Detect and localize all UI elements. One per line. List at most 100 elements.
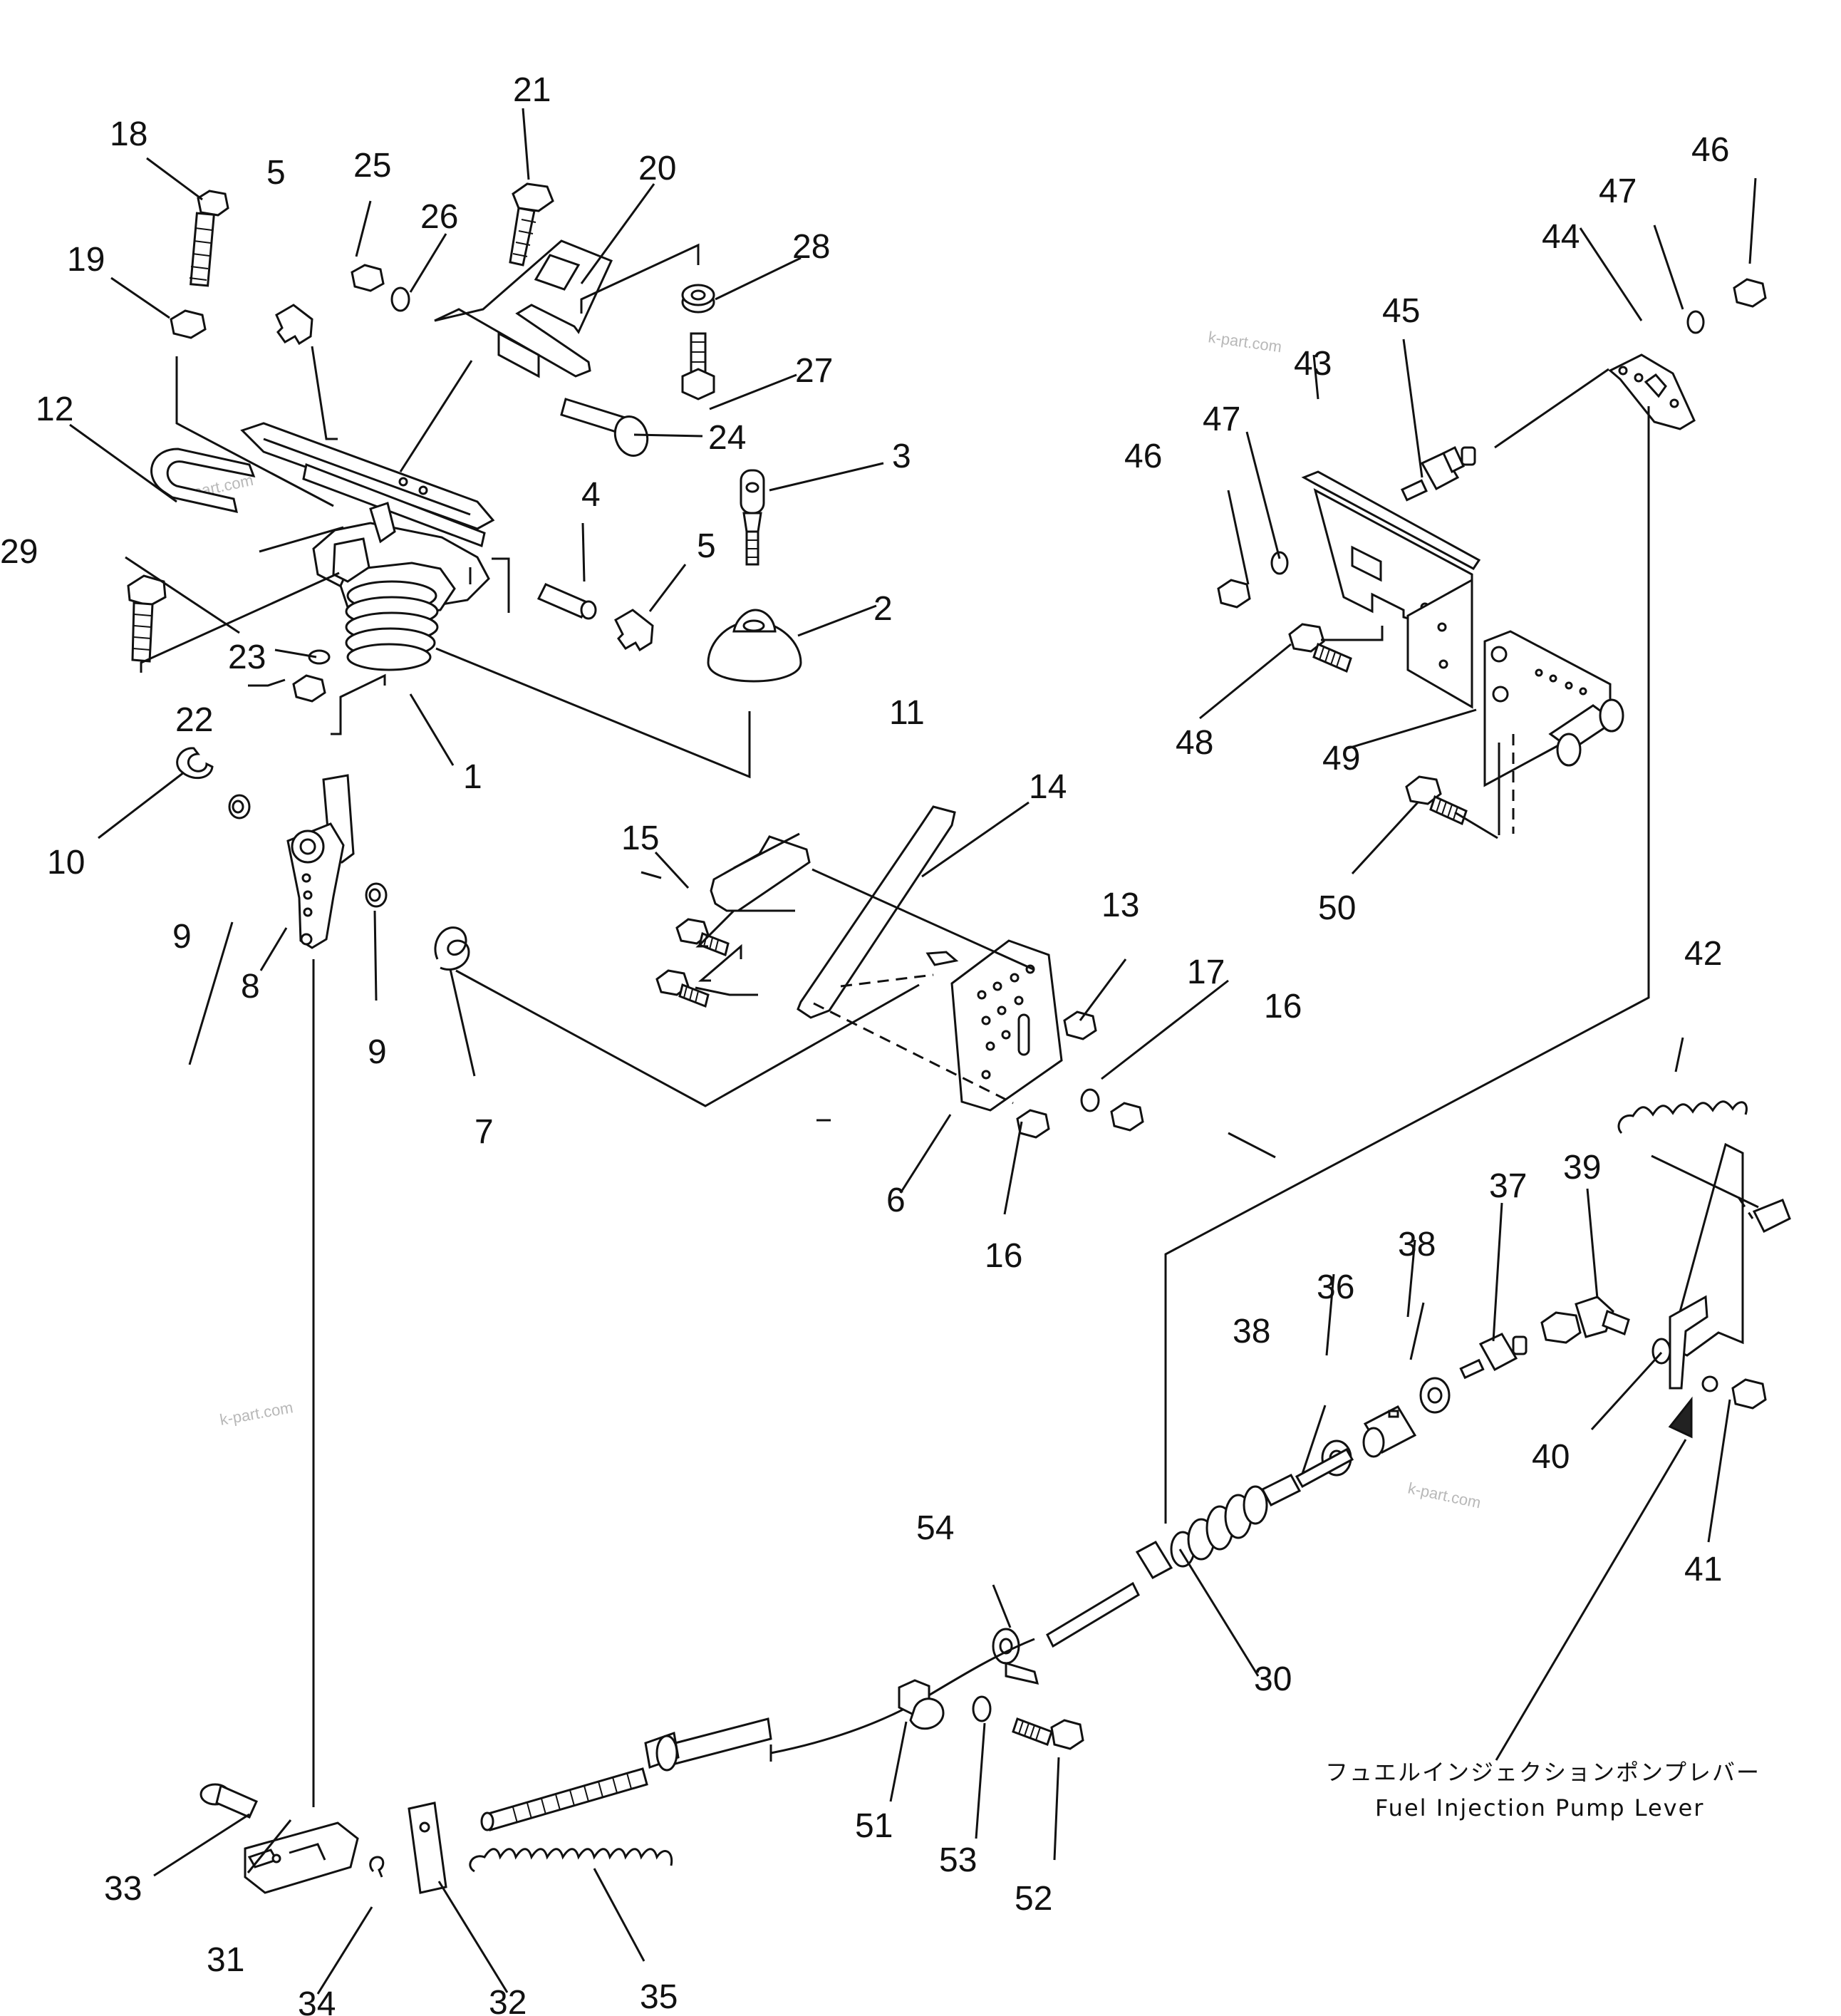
- callout-21: 21: [513, 71, 551, 109]
- part-31-clevis: [244, 1821, 359, 1894]
- callout-53: 53: [939, 1841, 977, 1879]
- callout-28: 28: [792, 228, 830, 266]
- callout-32: 32: [489, 1984, 527, 2016]
- part-47-washer: [1686, 310, 1705, 334]
- part-20-plate: [434, 239, 613, 378]
- part-50-bolt: [1405, 775, 1468, 826]
- part-23-washer: [308, 649, 331, 665]
- part-6-bracket-plate: [925, 939, 1063, 1112]
- part-47-washer: [1270, 551, 1289, 575]
- callout-52: 52: [1015, 1880, 1052, 1918]
- parts-drawings: [127, 182, 1791, 1894]
- part-21-bolt: [509, 182, 554, 267]
- part-52-bolt: [1012, 1717, 1084, 1750]
- part-8-lever: [286, 774, 355, 949]
- callout-3: 3: [892, 438, 911, 475]
- part-1-pedal-assembly: [240, 422, 495, 671]
- callout-43: 43: [1294, 345, 1332, 383]
- part-17-washer: [1080, 1088, 1100, 1112]
- callout-29: 29: [0, 533, 38, 571]
- callout-22: 22: [175, 701, 213, 739]
- part-43-bracket: [1301, 470, 1481, 709]
- callout-14: 14: [1029, 768, 1067, 806]
- callout-46: 46: [1691, 131, 1729, 169]
- part-53-washer: [972, 1695, 992, 1722]
- callout-16: 16: [985, 1237, 1022, 1275]
- part-24-pin: [560, 398, 649, 457]
- callout-13: 13: [1101, 886, 1139, 924]
- callout-36: 36: [1317, 1268, 1354, 1306]
- fuel-injection-pump-lever: [1669, 1142, 1791, 1392]
- assembly-lines: [140, 243, 1759, 1807]
- callout-18: 18: [110, 115, 147, 153]
- callout-11: 11: [889, 694, 925, 732]
- callout-49: 49: [1322, 740, 1360, 777]
- callout-16: 16: [1264, 988, 1302, 1025]
- callout-19: 19: [67, 241, 105, 279]
- part-22-nut: [292, 674, 326, 703]
- part-38-nut: [1419, 1377, 1451, 1414]
- leader-lines: [69, 108, 1757, 1995]
- callout-25: 25: [353, 147, 391, 185]
- part-15-bolt: [655, 969, 710, 1008]
- callout-7: 7: [474, 1113, 494, 1151]
- callout-numbers: 21 18 5 25 20 26 19 28 27 12 24 3 4 46 4…: [0, 71, 1729, 2016]
- callout-39: 39: [1563, 1149, 1601, 1187]
- part-16-nut: [1110, 1102, 1144, 1132]
- part-19-nut: [170, 309, 207, 339]
- part-48-bolt: [1288, 623, 1352, 673]
- part-27-bolt: [681, 332, 715, 400]
- callout-23: 23: [228, 639, 266, 676]
- part-37-rubber-mount: [1459, 1333, 1528, 1380]
- part-41-nut: [1731, 1378, 1767, 1410]
- part-34-cotter-pin: [369, 1856, 385, 1878]
- part-26-washer: [390, 286, 410, 312]
- part-46-nut: [1217, 579, 1251, 609]
- callout-50: 50: [1318, 889, 1356, 927]
- part-5-clip: [275, 304, 313, 346]
- callout-41: 41: [1684, 1551, 1722, 1588]
- callout-44: 44: [1542, 218, 1580, 256]
- watermark: k-part.com: [219, 1398, 295, 1429]
- part-2-boot: [707, 609, 802, 683]
- callout-38: 38: [1398, 1226, 1436, 1263]
- part-13-nut: [1063, 1010, 1097, 1040]
- part-33-pin: [199, 1783, 258, 1819]
- callout-26: 26: [420, 198, 458, 236]
- callout-37: 37: [1489, 1167, 1527, 1205]
- part-30-cable: [1046, 1447, 1354, 1648]
- callout-9: 9: [172, 918, 192, 956]
- part-25-nut: [351, 264, 385, 292]
- part-12-u-bolt: [150, 448, 256, 513]
- fuel-injection-pump-lever-label: フュエルインジェクションポンプレバー Fuel Injection Pump L…: [1325, 1759, 1760, 1821]
- callout-9: 9: [368, 1033, 387, 1071]
- callout-45: 45: [1382, 292, 1420, 330]
- callout-48: 48: [1176, 724, 1213, 762]
- part-9-bushing: [228, 794, 251, 820]
- callout-51: 51: [855, 1807, 893, 1845]
- part-49-bracket: [1483, 630, 1624, 787]
- callout-54: 54: [916, 1509, 954, 1547]
- part-30-cable-rear: [480, 1717, 772, 1831]
- part-45-rubber-mount: [1401, 445, 1476, 502]
- watermark: k-part.com: [1207, 328, 1282, 356]
- annotation-japanese: フュエルインジェクションポンプレバー: [1325, 1759, 1760, 1786]
- part-7-spring-clip: [434, 926, 470, 971]
- callout-34: 34: [298, 1985, 336, 2016]
- callout-42: 42: [1684, 935, 1722, 973]
- callout-27: 27: [795, 352, 833, 390]
- callout-40: 40: [1532, 1438, 1570, 1476]
- callout-12: 12: [36, 391, 73, 428]
- callout-47: 47: [1599, 172, 1637, 210]
- part-11-bracket: [710, 835, 811, 912]
- part-4-pin: [536, 583, 597, 620]
- callout-31: 31: [207, 1941, 244, 1979]
- part-32-plate: [408, 1802, 447, 1894]
- part-3-rod: [740, 469, 765, 566]
- part-5-clip: [614, 609, 654, 652]
- callout-2: 2: [873, 590, 893, 628]
- callout-47: 47: [1203, 400, 1240, 438]
- watermark: k-part.com: [1406, 1479, 1483, 1511]
- part-36-sleeve: [1362, 1405, 1417, 1458]
